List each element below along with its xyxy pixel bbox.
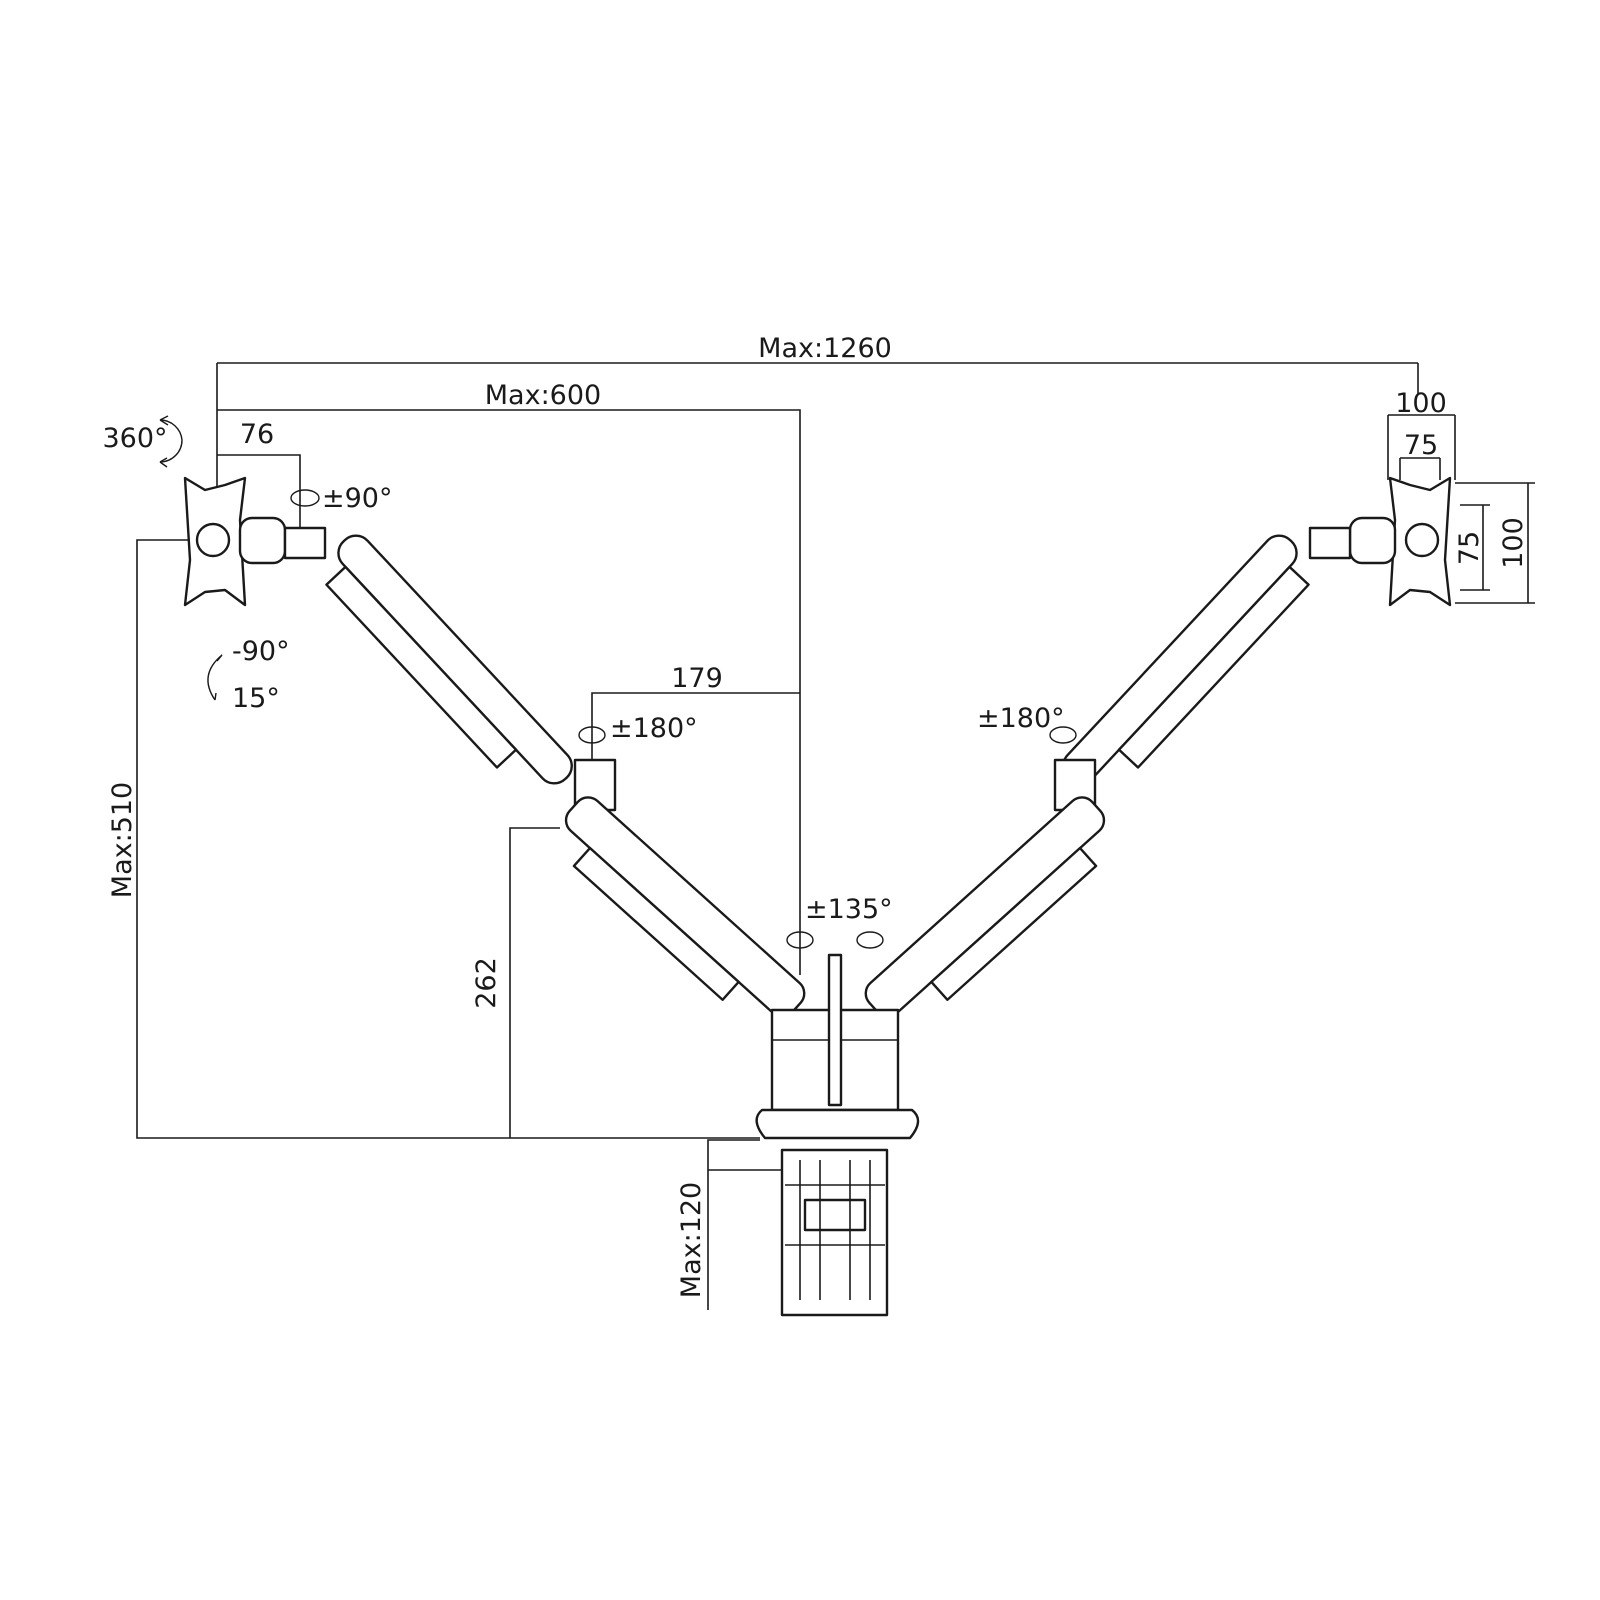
left-lower-arm	[564, 796, 806, 1018]
dim-line-600	[217, 409, 801, 975]
elbow-right-arrow-icon	[1049, 726, 1077, 744]
left-upper-arm	[337, 534, 573, 785]
dim-line-510	[136, 539, 760, 1139]
labels: Max:1260 Max:600 76 360° ±90° -90° 15° 1…	[102, 333, 1529, 1298]
label-179: 179	[671, 663, 723, 694]
label-vesa-100-side: 100	[1498, 517, 1529, 569]
rotation-arrows	[159, 415, 1077, 949]
left-upper-arm-lower-rail	[325, 565, 518, 769]
clamp-screws	[785, 1160, 885, 1300]
base-left-arrow-icon	[786, 931, 814, 949]
right-upper-arm-lower-rail	[1117, 565, 1310, 769]
desk-clamp	[780, 1148, 889, 1317]
base-right-arrow-icon	[856, 931, 884, 949]
label-swivel-90: ±90°	[322, 483, 392, 514]
right-lower-arm	[864, 796, 1106, 1018]
right-head-joint	[1308, 526, 1352, 560]
left-tilt-block	[238, 516, 287, 565]
label-360: 360°	[102, 423, 167, 454]
dim-line-76	[217, 454, 301, 545]
left-head-joint	[283, 526, 327, 560]
dimension-lines	[136, 362, 1535, 1310]
base-assembly	[755, 953, 920, 1317]
label-base-135: ±135°	[805, 894, 893, 925]
right-tilt-block	[1348, 516, 1397, 565]
label-max-1260: Max:1260	[758, 333, 892, 364]
right-arm	[864, 476, 1452, 1018]
dim-line-179	[591, 692, 800, 765]
tilt-arrow-icon	[207, 654, 223, 701]
base-plate	[755, 1108, 920, 1140]
left-arm	[183, 476, 806, 1018]
dim-line-vesa-side	[1455, 482, 1535, 604]
label-vesa-100-top: 100	[1395, 388, 1447, 419]
dim-line-1260	[216, 362, 1419, 545]
left-vesa-hub	[195, 522, 231, 558]
label-vesa-75-top: 75	[1404, 430, 1438, 461]
center-pole	[827, 953, 843, 1107]
rotate-360-arrow-icon	[159, 415, 183, 468]
right-vesa-hub	[1404, 522, 1440, 558]
right-lower-arm-rail	[930, 846, 1098, 1001]
left-lower-arm-rail	[572, 846, 740, 1001]
label-max-600: Max:600	[485, 380, 601, 411]
dim-line-vesa-top	[1387, 414, 1456, 480]
label-elbow-left-180: ±180°	[610, 713, 698, 744]
right-upper-arm	[1062, 534, 1298, 785]
label-max-120: Max:120	[676, 1182, 707, 1298]
dim-line-120	[707, 1139, 785, 1310]
label-tilt-minus-90: -90°	[232, 636, 290, 667]
label-elbow-right-180: ±180°	[977, 703, 1065, 734]
label-max-510: Max:510	[107, 782, 138, 898]
label-vesa-75-side: 75	[1454, 531, 1485, 565]
label-76: 76	[240, 419, 274, 450]
elbow-left-arrow-icon	[578, 726, 606, 744]
clamp-plate	[803, 1198, 867, 1232]
swivel-90-arrow-icon	[290, 489, 320, 507]
label-262: 262	[471, 957, 502, 1009]
dim-line-262	[509, 827, 560, 1138]
label-tilt-15: 15°	[232, 683, 280, 714]
